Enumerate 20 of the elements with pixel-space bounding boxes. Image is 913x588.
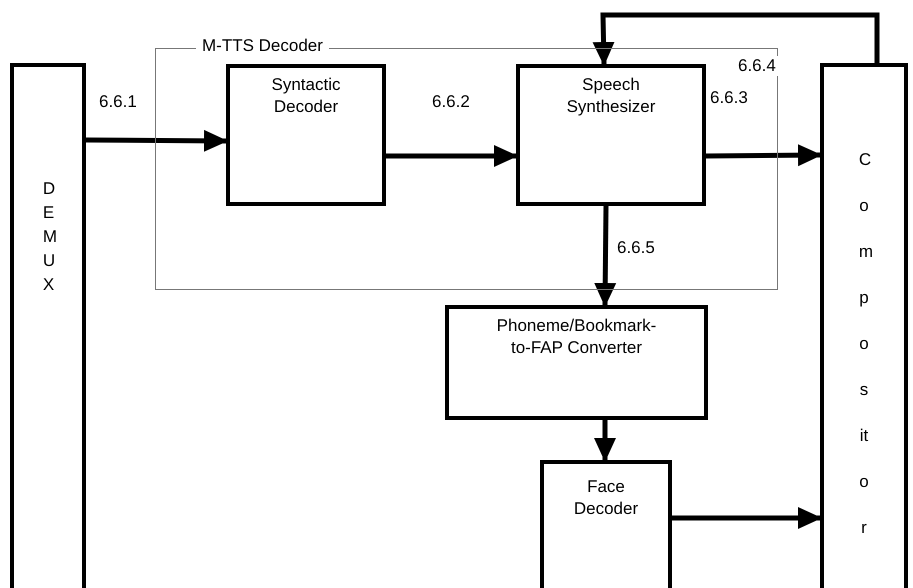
node-label: Phoneme/Bookmark-to-FAP Converter — [496, 315, 658, 359]
node-label: Syntactic Decoder — [270, 74, 342, 118]
arrow — [86, 130, 228, 152]
process-box — [445, 305, 708, 420]
node-label: Face Decoder — [572, 476, 640, 520]
node-label: Compositor — [858, 149, 870, 539]
demux-box — [10, 63, 86, 588]
arrow — [594, 206, 616, 307]
process-box — [226, 64, 386, 206]
edge-label: 6.6.4 — [736, 56, 778, 76]
arrow — [672, 507, 822, 529]
arrow — [386, 145, 518, 167]
compositor-box — [820, 63, 908, 588]
arrow — [706, 144, 822, 166]
node-label: DEMUX — [42, 178, 54, 296]
arrow — [594, 420, 616, 462]
node-label: Speech Synthesizer — [566, 74, 656, 118]
process-box — [540, 460, 672, 588]
arrow — [592, 12, 880, 66]
process-box — [516, 64, 706, 206]
